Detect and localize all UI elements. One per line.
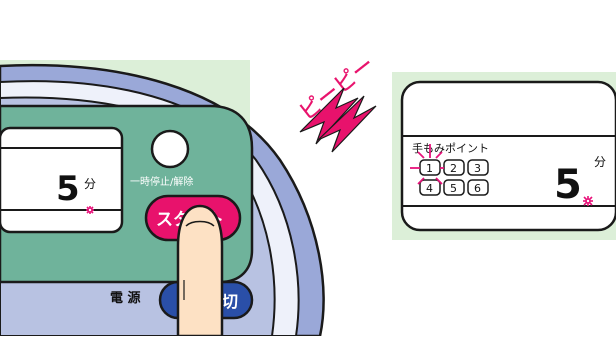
svg-text:3: 3 [474, 162, 481, 175]
svg-text:2: 2 [450, 162, 457, 175]
lcd-screen: 5 分 [0, 126, 124, 234]
inset-digit: 5 [554, 162, 582, 208]
point-box-3: 3 [467, 159, 489, 176]
inset-sparkle-icon [583, 196, 593, 206]
svg-text:1: 1 [426, 162, 433, 175]
sound-wave-icon [299, 87, 377, 153]
pressing-finger [176, 204, 224, 338]
svg-text:4: 4 [426, 182, 433, 195]
inset-panel: 手もみポイント 1 2 3 4 5 6 [400, 80, 616, 232]
lcd-digit: 5 [56, 169, 80, 209]
power-label: 電 源 [110, 290, 141, 306]
point-box-1: 1 [419, 159, 441, 176]
svg-text:6: 6 [474, 182, 481, 195]
lcd-unit: 分 [84, 177, 96, 191]
point-box-6: 6 [467, 179, 489, 196]
point-box-2: 2 [443, 159, 465, 176]
svg-text:5: 5 [450, 182, 457, 195]
inset-unit: 分 [594, 155, 606, 169]
sparkle-icon [86, 206, 94, 214]
pause-button[interactable] [150, 129, 190, 169]
points-header: 手もみポイント [412, 141, 489, 155]
point-box-4: 4 [419, 179, 441, 196]
point-sparkle-icon [410, 144, 444, 185]
point-box-5: 5 [443, 179, 465, 196]
pause-label: 一時停止/解除 [130, 175, 193, 188]
power-button-label: 切 [222, 292, 238, 311]
